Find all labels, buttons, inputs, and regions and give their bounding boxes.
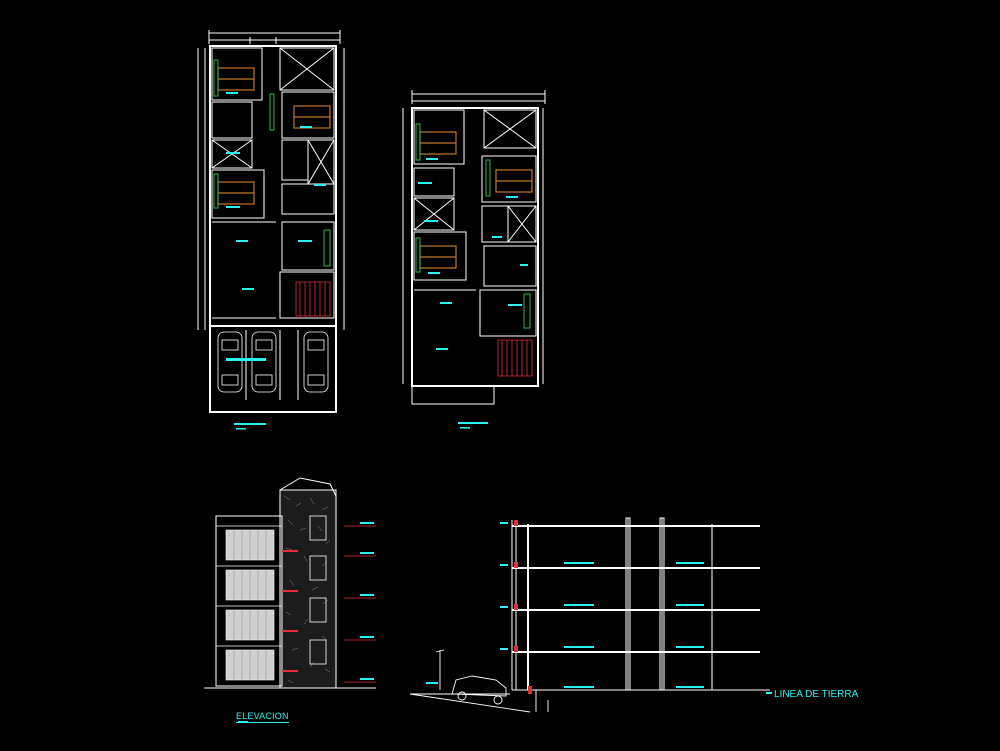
front-elevation xyxy=(204,477,376,723)
floor-plan-upper xyxy=(402,90,546,405)
elevation-title: ELEVACION xyxy=(236,711,289,723)
building-section xyxy=(511,517,770,691)
floor-plan-ground xyxy=(197,30,345,413)
ground-line-label: LINEA DE TIERRA xyxy=(774,689,859,700)
ramp-with-car xyxy=(409,649,770,713)
